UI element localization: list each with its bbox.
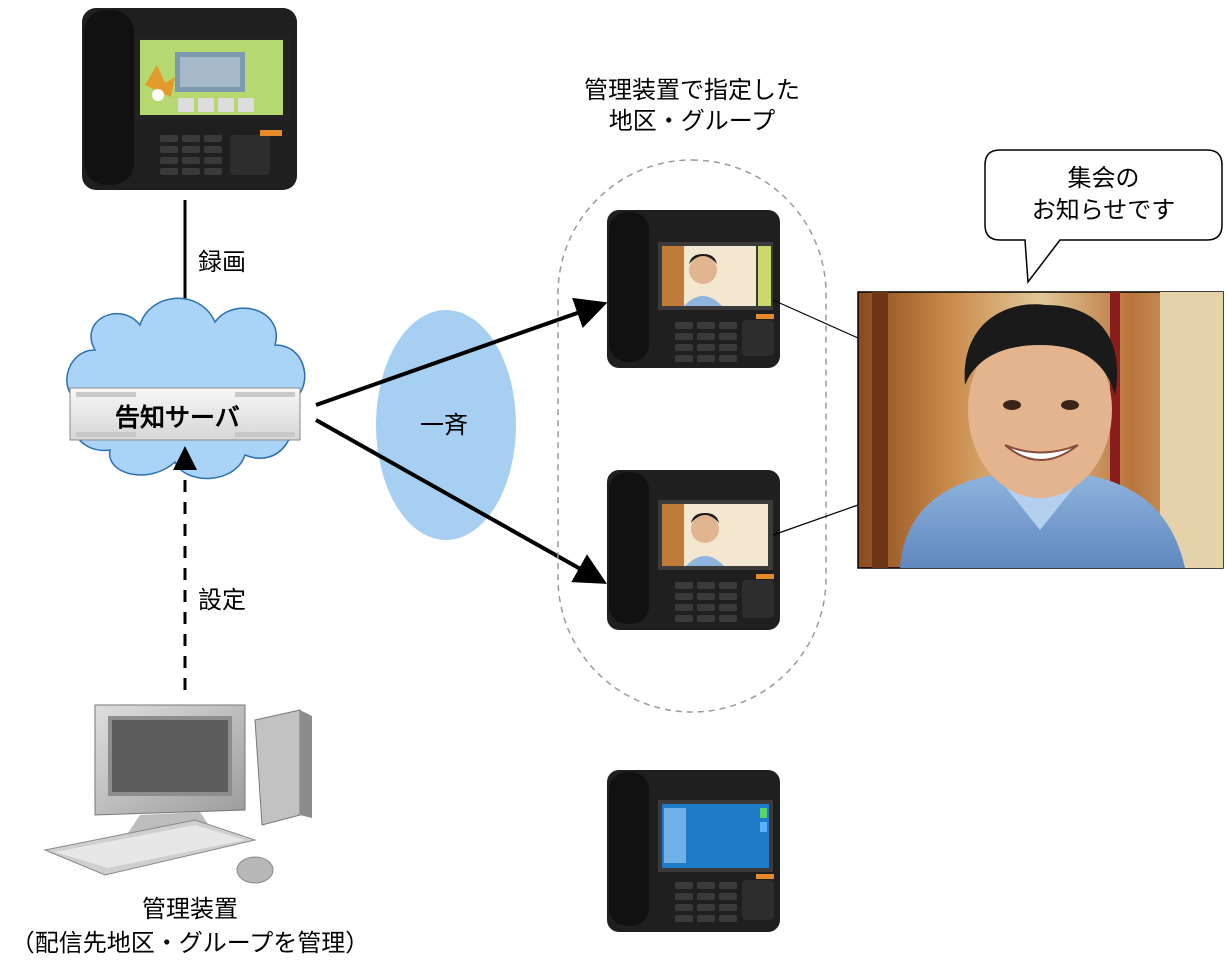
idle-videophone bbox=[607, 770, 780, 932]
broadcast-ellipse bbox=[376, 310, 516, 540]
admin-caption-line1: 管理装置 bbox=[142, 895, 238, 923]
broadcast-arrow-1 bbox=[315, 297, 608, 407]
zoom-line-bottom bbox=[772, 504, 859, 536]
group-caption-line2: 地区・グループ bbox=[608, 107, 776, 135]
bubble-text-line2: お知らせです bbox=[1031, 196, 1176, 224]
broadcast-label: 一斉 bbox=[420, 411, 468, 439]
source-videophone bbox=[82, 8, 297, 190]
broadcast-arrow-2 bbox=[315, 418, 607, 584]
group-caption-line1: 管理装置で指定した bbox=[584, 76, 800, 104]
group-boundary bbox=[557, 159, 827, 713]
server-label: 告知サーバ bbox=[115, 403, 240, 432]
speech-bubble bbox=[984, 149, 1223, 285]
admin-caption-line2: （配信先地区・グループを管理） bbox=[10, 929, 370, 957]
group-videophone-2 bbox=[607, 470, 780, 630]
settings-label: 設定 bbox=[198, 586, 246, 614]
zoom-line-top bbox=[772, 299, 859, 339]
announcer-photo bbox=[857, 291, 1224, 569]
management-pc bbox=[43, 704, 312, 884]
group-videophone-1 bbox=[607, 210, 780, 368]
server-box bbox=[69, 387, 301, 441]
record-label: 録画 bbox=[198, 248, 246, 276]
bubble-text-line1: 集会の bbox=[1067, 164, 1140, 192]
